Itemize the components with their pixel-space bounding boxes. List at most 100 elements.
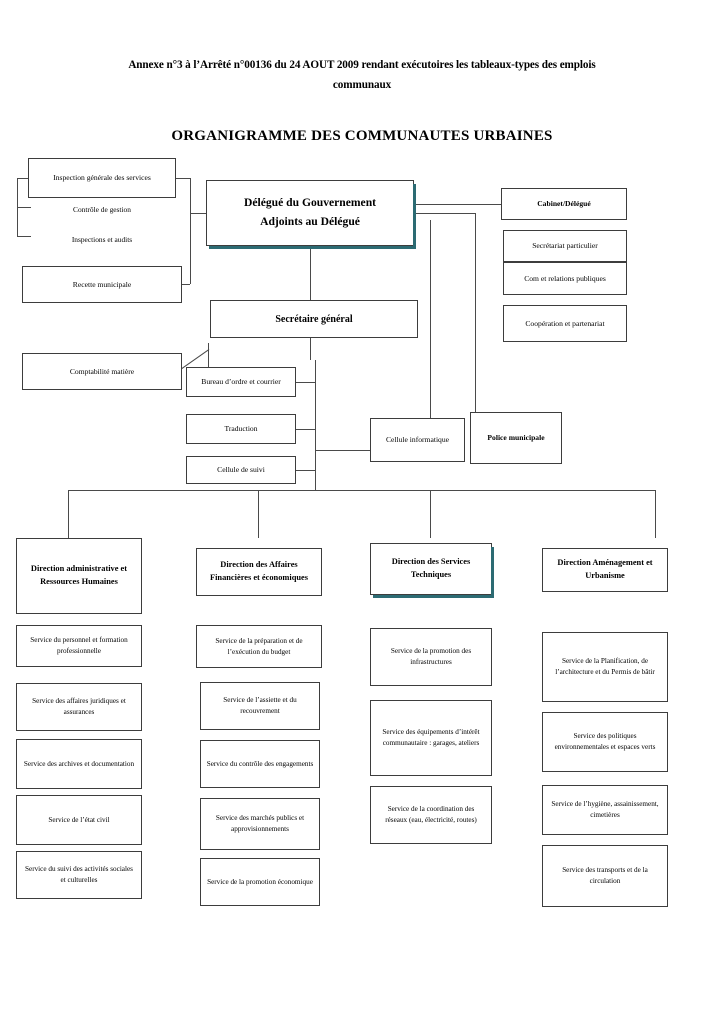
police-municipale-box[interactable]: Police municipale: [470, 412, 562, 464]
left-item-label: Recette municipale: [72, 279, 132, 289]
service-box[interactable]: Service des équipements d’intérêt commun…: [370, 700, 492, 776]
connector-informatique-drop: [430, 220, 431, 418]
left-item-label: Comptabilité matière: [69, 366, 135, 376]
direction-drop-1: [68, 490, 69, 538]
direction-header-services-techniques[interactable]: Direction des Services Techniques: [370, 543, 494, 598]
left-item-label: Contrôle de gestion: [73, 205, 131, 215]
service-box[interactable]: Service du contrôle des engagements: [200, 740, 320, 788]
left-item-inspection-generale[interactable]: Inspection générale des services: [28, 158, 176, 198]
direction-header-label: Direction Aménagement et Urbanisme: [557, 558, 653, 580]
support-item-bureau-ordre-courrier[interactable]: Bureau d’ordre et courrier: [186, 367, 296, 397]
support-item-label: Bureau d’ordre et courrier: [201, 377, 281, 387]
connector-cellule-suivi: [296, 470, 315, 471]
support-spine: [315, 360, 316, 490]
service-label: Service de la préparation et de l’exécut…: [215, 636, 303, 656]
direction-header-affaires-financieres[interactable]: Direction des Affaires Financières et éc…: [196, 548, 322, 596]
connector-support-to-informatique: [315, 450, 370, 451]
service-label: Service du personnel et formation profes…: [30, 636, 128, 655]
right-item-cabinet-delegue[interactable]: Cabinet/Délégué: [501, 188, 627, 220]
connector-comptabilite-riser: [208, 343, 209, 375]
connector-head-to-cabinet: [414, 204, 501, 205]
secretaire-general-label: Secrétaire général: [275, 313, 353, 325]
document-subtitle: Annexe n°3 à l’Arrêté n°00136 du 24 AOUT…: [128, 59, 596, 91]
connector-traduction: [296, 429, 315, 430]
service-box[interactable]: Service de la promotion des infrastructu…: [370, 628, 492, 686]
support-item-cellule-de-suivi[interactable]: Cellule de suivi: [186, 456, 296, 484]
right-item-label: Coopération et partenariat: [525, 318, 605, 328]
right-item-label: Secrétariat particulier: [532, 241, 598, 251]
service-box[interactable]: Service de la Planification, de l’archit…: [542, 632, 668, 702]
service-box[interactable]: Service de l’assiette et du recouvrement: [200, 682, 320, 730]
support-item-traduction[interactable]: Traduction: [186, 414, 296, 444]
connector-head-right-exit: [414, 213, 475, 214]
service-label: Service des transports et de la circulat…: [562, 866, 648, 885]
direction-header-amenagement-urbanisme[interactable]: Direction Aménagement et Urbanisme: [542, 548, 668, 592]
left-item-inspections-et-audits[interactable]: Inspections et audits: [28, 228, 176, 252]
connector-recette-to-spine: [176, 284, 190, 285]
right-item-secretariat-particulier[interactable]: Secrétariat particulier: [503, 230, 627, 262]
support-item-label: Traduction: [224, 424, 258, 434]
left-item-label: Inspections et audits: [71, 235, 133, 245]
direction-header-label: Direction administrative et Ressources H…: [30, 564, 128, 586]
head-line-1: Délégué du Gouvernement: [243, 196, 377, 210]
service-box[interactable]: Service des archives et documentation: [16, 739, 142, 789]
right-item-label: Com et relations publiques: [524, 273, 606, 283]
left-bracket-middle: [17, 207, 31, 208]
left-bracket-bottom: [17, 236, 31, 237]
cellule-informatique-box[interactable]: Cellule informatique: [370, 418, 465, 462]
service-label: Service de l’état civil: [48, 815, 110, 824]
service-box[interactable]: Service du suivi des activités sociales …: [16, 851, 142, 899]
direction-header-administrative-rh[interactable]: Direction administrative et Ressources H…: [16, 538, 142, 614]
connector-bureau-ordre: [296, 382, 315, 383]
service-label: Service des marchés publics et approvisi…: [215, 814, 305, 833]
connector-right-drop-police: [475, 213, 476, 416]
service-box[interactable]: Service des affaires juridiques et assur…: [16, 683, 142, 731]
service-box[interactable]: Service de la préparation et de l’exécut…: [196, 625, 322, 668]
support-item-label: Cellule de suivi: [217, 465, 265, 475]
service-box[interactable]: Service des transports et de la circulat…: [542, 845, 668, 907]
direction-header-label: Direction des Affaires Financières et éc…: [209, 560, 308, 582]
service-label: Service des politiques environnementales…: [554, 732, 656, 751]
directions-bus: [68, 490, 656, 491]
service-label: Service de l’assiette et du recouvrement: [223, 696, 297, 715]
right-item-cooperation-partenariat[interactable]: Coopération et partenariat: [503, 305, 627, 342]
left-spine: [190, 178, 191, 284]
cellule-informatique-label: Cellule informatique: [385, 435, 450, 445]
service-box[interactable]: Service de la promotion économique: [200, 858, 320, 906]
right-item-label: Cabinet/Délégué: [537, 199, 591, 209]
service-box[interactable]: Service de l’hygiène, assainissement, ci…: [542, 785, 668, 835]
left-bracket-top: [17, 178, 31, 179]
police-municipale-label: Police municipale: [487, 433, 545, 443]
connector-left-spine-to-head: [190, 213, 206, 214]
right-item-com-relations-publiques[interactable]: Com et relations publiques: [503, 262, 627, 295]
page-title: ORGANIGRAMME DES COMMUNAUTES URBAINES: [171, 128, 553, 144]
connector-inspection-to-spine: [176, 178, 190, 179]
left-item-comptabilite-matiere[interactable]: Comptabilité matière: [22, 353, 182, 390]
service-box[interactable]: Service de la coordination des réseaux (…: [370, 786, 492, 844]
left-item-controle-de-gestion[interactable]: Contrôle de gestion: [28, 198, 176, 222]
left-item-label: Inspection générale des services: [53, 173, 151, 183]
service-box[interactable]: Service des marchés publics et approvisi…: [200, 798, 320, 850]
direction-drop-3: [430, 490, 431, 538]
left-item-recette-municipale[interactable]: Recette municipale: [22, 266, 182, 303]
service-label: Service de la promotion des infrastructu…: [390, 647, 472, 666]
service-label: Service du contrôle des engagements: [206, 759, 314, 768]
service-box[interactable]: Service du personnel et formation profes…: [16, 625, 142, 667]
service-label: Service du suivi des activités sociales …: [25, 865, 133, 884]
direction-header-label: Direction des Services Techniques: [391, 557, 471, 579]
connector-head-to-sg: [310, 247, 311, 301]
service-box[interactable]: Service de l’état civil: [16, 795, 142, 845]
service-label: Service des archives et documentation: [23, 759, 135, 768]
head-of-government-delegate-box[interactable]: Délégué du Gouvernement Adjoints au Délé…: [206, 180, 416, 249]
service-label: Service des équipements d’intérêt commun…: [382, 728, 480, 747]
service-label: Service de la Planification, de l’archit…: [555, 657, 655, 676]
secretaire-general-box[interactable]: Secrétaire général: [210, 300, 418, 338]
head-line-2: Adjoints au Délégué: [260, 215, 360, 228]
connector-sg-to-support: [310, 338, 311, 360]
service-label: Service de la promotion économique: [207, 877, 313, 886]
service-label: Service de l’hygiène, assainissement, ci…: [551, 800, 659, 819]
direction-drop-4: [655, 490, 656, 538]
service-box[interactable]: Service des politiques environnementales…: [542, 712, 668, 772]
service-label: Service des affaires juridiques et assur…: [32, 697, 126, 716]
